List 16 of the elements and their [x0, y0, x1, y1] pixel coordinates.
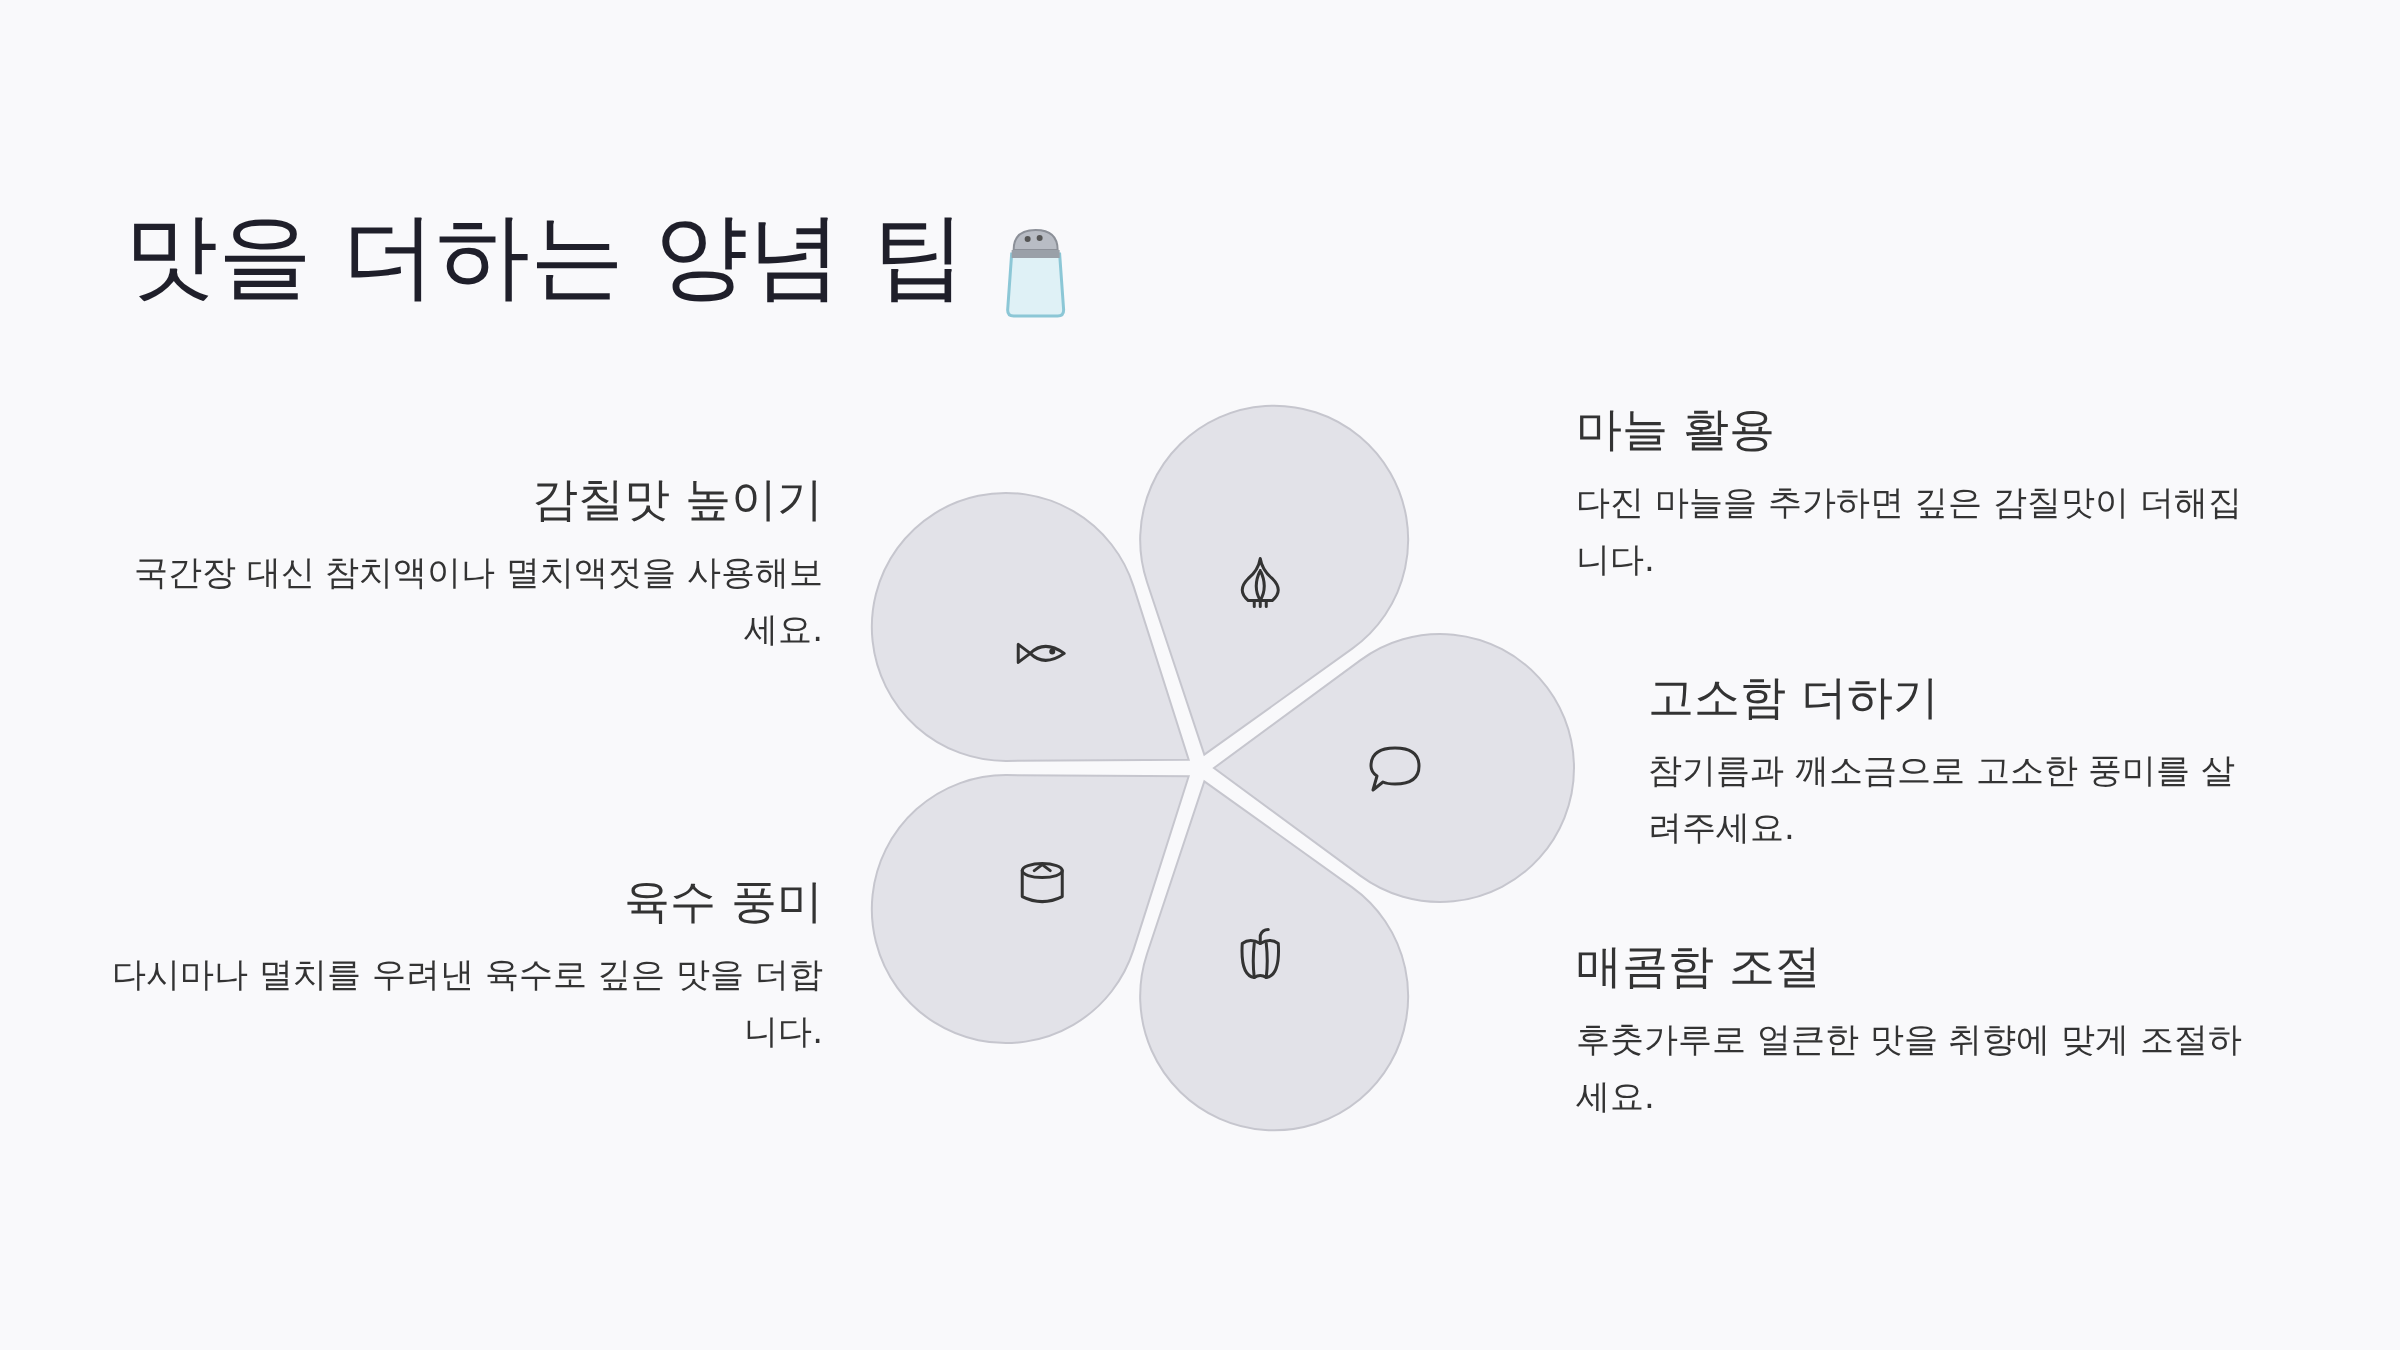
petal-shape	[870, 774, 1190, 1044]
heading: 육수 풍미	[624, 873, 823, 930]
heading: 마늘 활용	[1576, 401, 1775, 458]
petal-shape	[1139, 780, 1410, 1132]
petal-shape	[1213, 633, 1575, 903]
description: 국간장 대신 참치액이나 멸치액젓을 사용해보세요.	[132, 550, 823, 651]
heading: 감칠맛 높이기	[532, 471, 823, 528]
petal-shape	[870, 492, 1190, 762]
description: 다시마나 멸치를 우려낸 육수로 깊은 맛을 더합니다.	[111, 952, 823, 1053]
title: 맛을 더하는 양념 팁	[124, 200, 966, 312]
description: 다진 마늘을 추가하면 깊은 감칠맛이 더해집니다.	[1576, 480, 2244, 581]
petal-shape	[1139, 404, 1410, 756]
description: 후춧가루로 얼큰한 맛을 취향에 맞게 조절하세요.	[1576, 1017, 2244, 1118]
heading: 고소함 더하기	[1648, 669, 1939, 726]
description: 참기름과 깨소금으로 고소한 풍미를 살려주세요.	[1648, 748, 2237, 849]
heading: 매콤함 조절	[1576, 938, 1821, 995]
